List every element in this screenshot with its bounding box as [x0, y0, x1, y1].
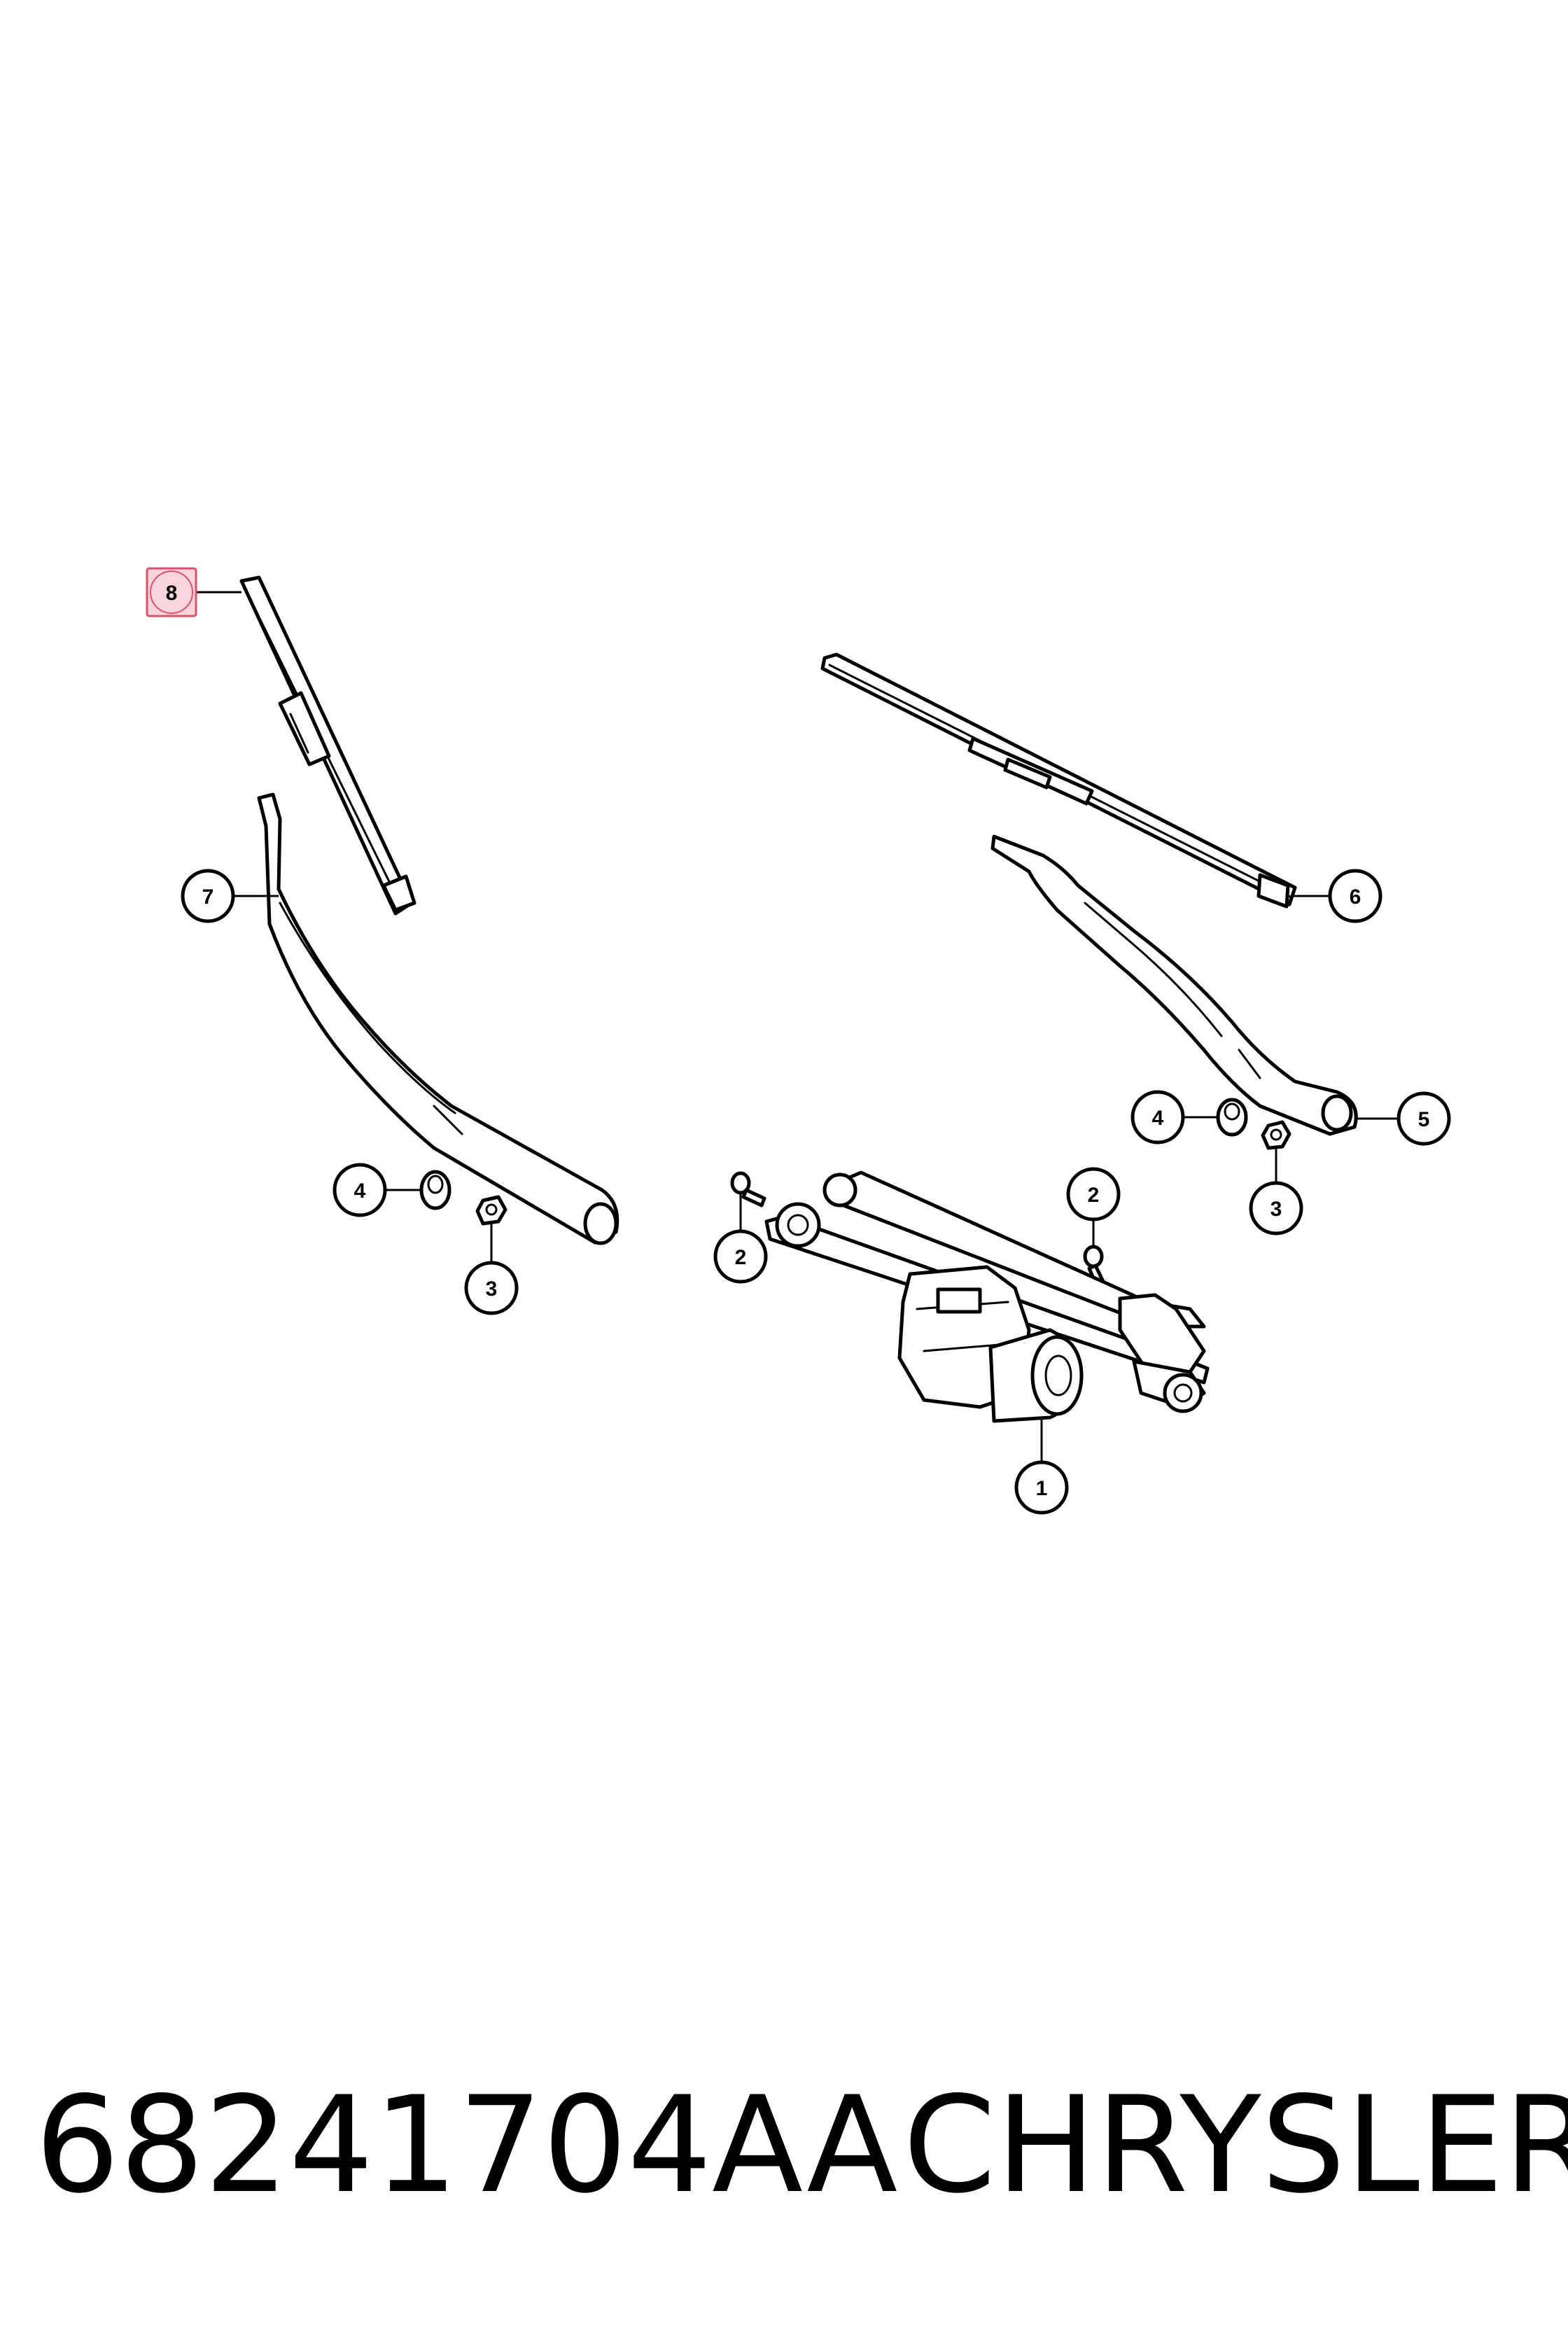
- callout-2a[interactable]: 2: [713, 1229, 768, 1284]
- callout-6-label: 6: [1350, 886, 1362, 909]
- callout-2b[interactable]: 2: [1066, 1167, 1121, 1222]
- left-wiper-arm[interactable]: [257, 792, 620, 1245]
- callout-8-label: 8: [166, 582, 178, 605]
- callout-3b-label: 3: [1270, 1198, 1282, 1221]
- callout-3a-label: 3: [486, 1278, 498, 1301]
- callout-8[interactable]: 8: [146, 567, 197, 617]
- right-hex-nut[interactable]: [1261, 1120, 1292, 1150]
- left-cap-nut[interactable]: [419, 1170, 451, 1210]
- right-cap-nut[interactable]: [1216, 1098, 1248, 1137]
- callout-6[interactable]: 6: [1328, 869, 1382, 923]
- brand-name: CHRYSLER: [903, 2068, 1568, 2222]
- callout-7[interactable]: 7: [181, 869, 235, 923]
- callout-5[interactable]: 5: [1396, 1091, 1451, 1146]
- left-hex-nut[interactable]: [475, 1195, 507, 1226]
- callout-3a[interactable]: 3: [464, 1261, 519, 1315]
- callout-5-label: 5: [1418, 1108, 1430, 1131]
- callout-4a-label: 4: [354, 1180, 366, 1203]
- right-wiper-arm[interactable]: [990, 834, 1358, 1136]
- callout-2a-label: 2: [735, 1246, 747, 1269]
- right-wiper-blade[interactable]: [820, 652, 1297, 909]
- wiper-linkage-motor[interactable]: [764, 1170, 1210, 1423]
- callout-2b-label: 2: [1088, 1184, 1100, 1207]
- left-wiper-blade[interactable]: [239, 575, 416, 916]
- callout-4b-label: 4: [1152, 1107, 1164, 1130]
- callout-4b[interactable]: 4: [1130, 1090, 1185, 1144]
- callout-1-label: 1: [1036, 1477, 1048, 1500]
- part-number: 68241704AA: [35, 2068, 898, 2222]
- callout-1[interactable]: 1: [1014, 1460, 1069, 1515]
- left-mount-bolt[interactable]: [730, 1171, 766, 1208]
- callout-4a[interactable]: 4: [332, 1163, 387, 1217]
- footer: 68241704AA CHRYSLER: [0, 2068, 1568, 2222]
- callout-7-label: 7: [202, 886, 214, 909]
- callout-3b[interactable]: 3: [1249, 1181, 1303, 1236]
